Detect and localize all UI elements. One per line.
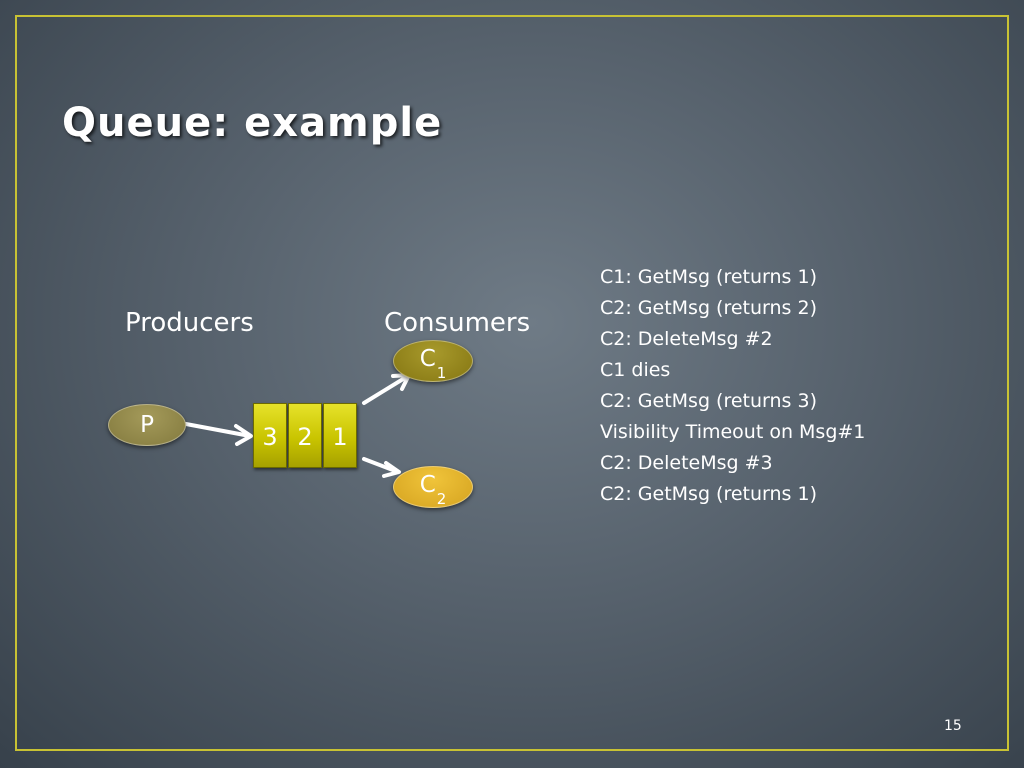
consumer-1-node: C1: [393, 340, 473, 382]
queue-message: 3: [253, 403, 287, 468]
producer-to-queue-arrow: [184, 422, 253, 446]
step-item: C2: GetMsg (returns 1): [600, 483, 817, 505]
producers-label: Producers: [125, 308, 254, 338]
page-number: 15: [944, 718, 962, 734]
consumer-1-label: C1: [419, 346, 447, 382]
consumer-2-label: C2: [419, 472, 447, 508]
message-queue: 3 2 1: [253, 403, 358, 468]
step-item: C2: DeleteMsg #3: [600, 452, 773, 474]
step-item: C1 dies: [600, 359, 671, 381]
queue-to-c2-arrow: [362, 457, 401, 478]
consumer-2-node: C2: [393, 466, 473, 508]
step-item: C2: GetMsg (returns 2): [600, 297, 817, 319]
step-item: Visibility Timeout on Msg#1: [600, 421, 866, 443]
slide-frame: [15, 15, 1009, 751]
step-item: C2: DeleteMsg #2: [600, 328, 773, 350]
step-list: C1: GetMsg (returns 1) C2: GetMsg (retur…: [600, 262, 865, 510]
producer-label: P: [140, 412, 154, 438]
queue-message: 2: [288, 403, 322, 468]
slide-title: Queue: example: [62, 100, 443, 146]
queue-message: 1: [323, 403, 357, 468]
step-item: C2: GetMsg (returns 3): [600, 390, 817, 412]
step-item: C1: GetMsg (returns 1): [600, 266, 817, 288]
producer-node: P: [108, 404, 186, 446]
consumers-label: Consumers: [384, 308, 531, 338]
queue-to-c1-arrow: [362, 373, 411, 405]
